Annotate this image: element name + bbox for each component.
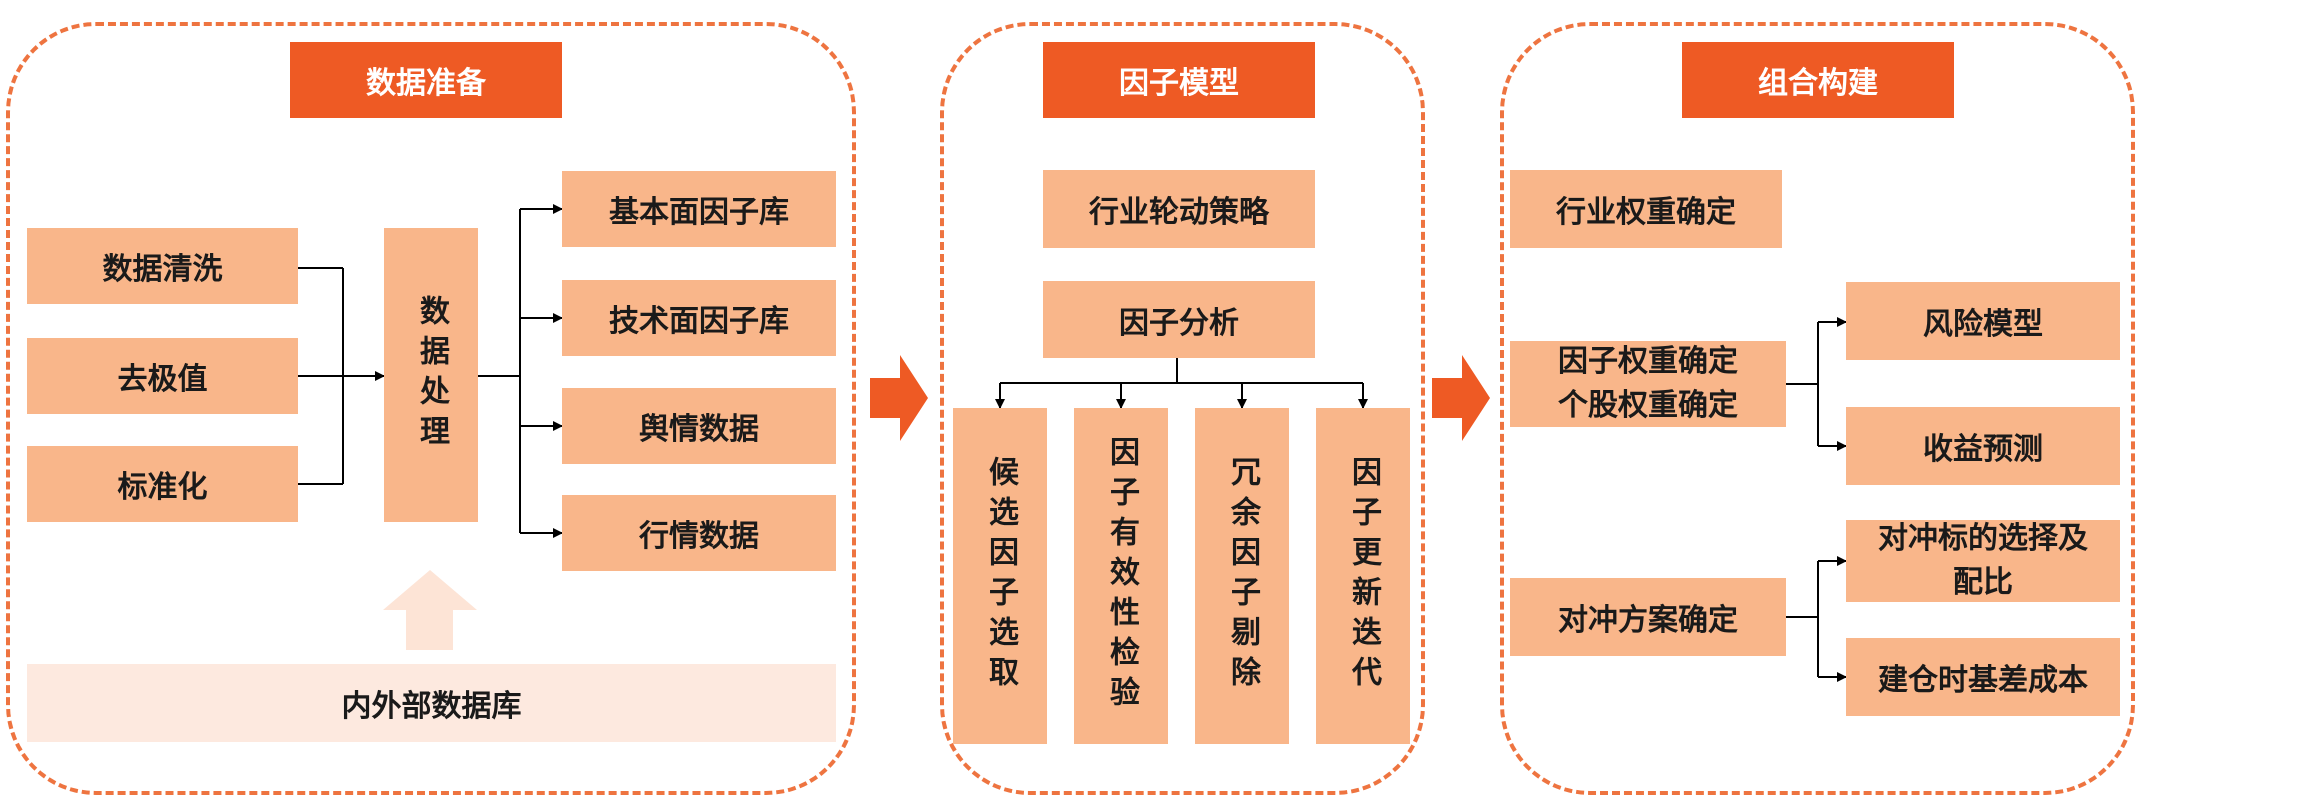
step-factor-update: 因子更新迭代 xyxy=(1316,408,1410,744)
arrow-right-2 xyxy=(1432,355,1490,441)
data-prep-title: 数据准备 xyxy=(290,42,562,118)
arrow-right-1 xyxy=(870,355,928,441)
factor-model-title: 因子模型 xyxy=(1043,42,1315,118)
industry-weight-box: 行业权重确定 xyxy=(1510,170,1782,248)
factor-stock-weight-box: 因子权重确定 个股权重确定 xyxy=(1510,341,1786,427)
output-sentiment-data: 舆情数据 xyxy=(562,388,836,464)
factor-analysis: 因子分析 xyxy=(1043,281,1315,358)
portfolio-title: 组合构建 xyxy=(1682,42,1954,118)
input-standardization: 标准化 xyxy=(27,446,298,522)
basis-cost-box: 建仓时基差成本 xyxy=(1846,638,2120,716)
return-forecast-box: 收益预测 xyxy=(1846,407,2120,485)
input-outlier-removal: 去极值 xyxy=(27,338,298,414)
input-data-cleaning: 数据清洗 xyxy=(27,228,298,304)
output-technical-factors: 技术面因子库 xyxy=(562,280,836,356)
step-redundancy-removal: 冗余因子剔除 xyxy=(1195,408,1289,744)
step-candidate-selection: 候选因子选取 xyxy=(953,408,1047,744)
factor-model-panel xyxy=(940,22,1425,795)
industry-rotation-strategy: 行业轮动策略 xyxy=(1043,170,1315,248)
hedge-plan-box: 对冲方案确定 xyxy=(1510,578,1786,656)
internal-external-database: 内外部数据库 xyxy=(27,664,836,742)
hedge-target-ratio-box: 对冲标的选择及 配比 xyxy=(1846,520,2120,602)
output-market-data: 行情数据 xyxy=(562,495,836,571)
portfolio-panel xyxy=(1500,22,2135,795)
risk-model-box: 风险模型 xyxy=(1846,282,2120,360)
output-fundamental-factors: 基本面因子库 xyxy=(562,171,836,247)
data-prep-panel xyxy=(6,22,856,795)
step-effectiveness-test: 因子有效性检验 xyxy=(1074,408,1168,744)
data-processing-box: 数据处理 xyxy=(384,228,478,522)
